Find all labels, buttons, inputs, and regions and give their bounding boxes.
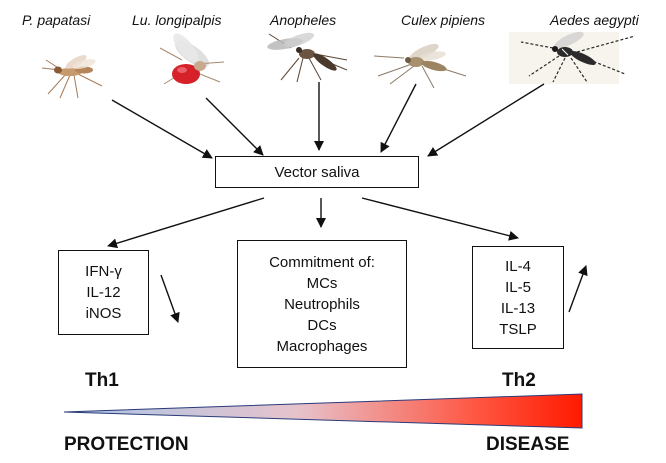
species-label-culex: Culex pipiens (401, 12, 486, 28)
arrow-longipalpis-to-saliva (205, 97, 264, 156)
species-label-longipalpis: Lu. longipalpis (132, 12, 222, 28)
species-label-anopheles: Anopheles (270, 12, 337, 28)
arrow-papatasi-to-saliva (111, 99, 213, 159)
protection-disease-gradient-wedge (63, 393, 583, 429)
arrow-aedes-to-saliva (427, 83, 545, 157)
th1-label: Th1 (85, 370, 119, 391)
th1-cytokine-item: IL-12 (86, 284, 121, 301)
commitment-item: MCs (306, 274, 338, 292)
anopheles-mosquito-icon (267, 32, 348, 83)
commitment-box: Commitment of: MCs Neutrophils DCs Macro… (237, 240, 407, 368)
th1-cytokine-item: IFN-γ (85, 263, 122, 280)
th2-label: Th2 (502, 370, 536, 391)
vector-saliva-label: Vector saliva (274, 163, 360, 181)
th2-cytokine-box: IL-4 IL-5 IL-13 TSLP (472, 246, 564, 349)
disease-label: DISEASE (486, 434, 570, 455)
arrow-saliva-to-th1 (107, 197, 265, 249)
commitment-item: Neutrophils (284, 295, 360, 313)
commitment-item: DCs (307, 316, 337, 334)
species-label-papatasi: P. papatasi (22, 12, 91, 28)
th1-cytokine-box: IFN-γ IL-12 iNOS (58, 250, 149, 335)
th2-cytokine-item: TSLP (499, 320, 537, 338)
th2-cytokine-item: IL-4 (505, 257, 531, 275)
th2-cytokine-item: IL-5 (505, 278, 531, 296)
th1-cytokine-item: iNOS (85, 305, 122, 322)
arrow-culex-to-saliva (380, 83, 417, 153)
protection-label: PROTECTION (64, 434, 189, 455)
species-label-aedes: Aedes aegypti (550, 12, 639, 28)
th2-trend-arrow (568, 265, 588, 313)
commitment-heading: Commitment of: (269, 253, 375, 271)
culex-mosquito-icon (373, 43, 467, 89)
arrow-saliva-to-th2 (361, 197, 519, 241)
th2-cytokine-item: IL-13 (500, 299, 536, 317)
vector-saliva-box: Vector saliva (215, 156, 419, 188)
blood-fed-sandfly-icon (159, 33, 225, 85)
aedes-mosquito-icon (509, 31, 636, 84)
sandfly-icon (41, 55, 103, 99)
th1-trend-arrow (160, 274, 180, 323)
commitment-item: Macrophages (276, 337, 368, 355)
